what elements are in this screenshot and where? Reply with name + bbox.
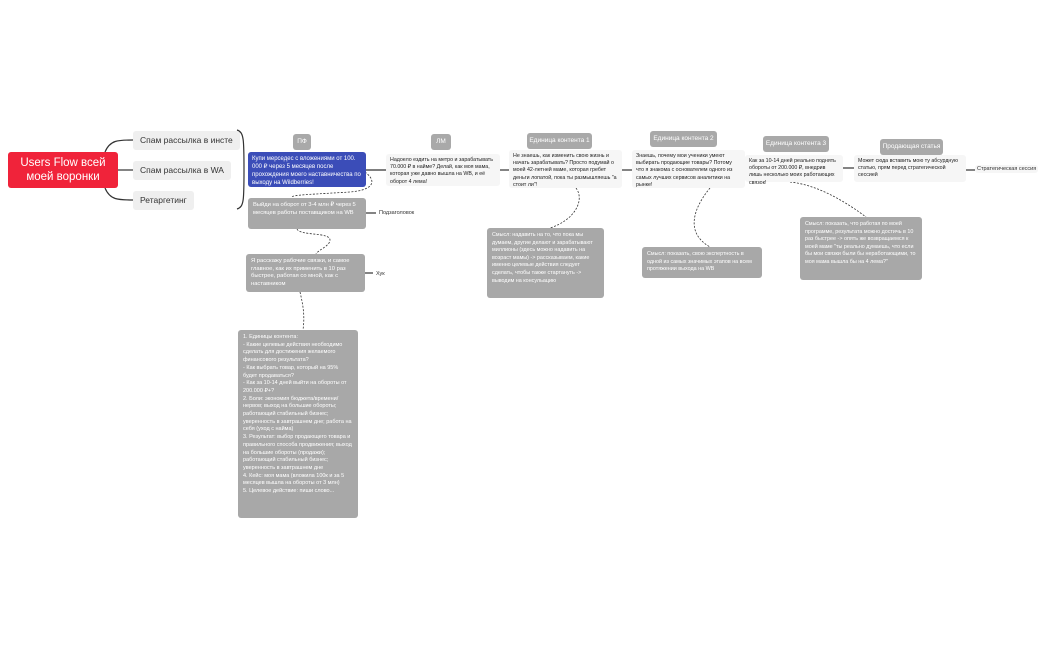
stage-tag-pf[interactable]: ПФ <box>293 134 311 150</box>
plan-line: - Какие целевые действия необходимо сдел… <box>243 341 343 364</box>
plan-line: 1. Единицы контента: <box>243 334 298 340</box>
branch-spam-insta[interactable]: Спам рассылка в инсте <box>133 131 240 150</box>
stage-tag-content-3[interactable]: Единица контента 3 <box>763 136 829 152</box>
subtitle-card[interactable]: Выйди на оборот от 3-4 млн ₽ через 5 мес… <box>248 198 366 229</box>
stage-card-content-1[interactable]: Не знаешь, как изменить свою жизнь и нач… <box>509 150 622 188</box>
plan-line: - Как выбрать товар, который на 95% буде… <box>243 364 339 379</box>
plan-line: 3. Результат: выбор продающего товара и … <box>243 434 352 471</box>
stage-card-sales-article[interactable]: Может сюда вставить мою ту абсурдную ста… <box>854 155 966 182</box>
stage-tag-content-2[interactable]: Единица контента 2 <box>650 131 717 147</box>
final-node-strategy-session[interactable]: Стратегическая сессия <box>975 165 1039 173</box>
stage-card-content-3[interactable]: Как за 10-14 дней реально поднять оборот… <box>745 155 843 186</box>
root-node[interactable]: Users Flow всей моей воронки <box>8 152 118 188</box>
stage-tag-content-1[interactable]: Единица контента 1 <box>527 133 592 149</box>
branch-spam-wa[interactable]: Спам рассылка в WA <box>133 161 231 180</box>
stage-card-lm[interactable]: Надоело ездить на метро и зарабатывать 7… <box>386 154 500 186</box>
hook-label: Хук <box>376 271 385 277</box>
plan-line: 2. Боли: экономия бюджета/времени/нервов… <box>243 395 352 433</box>
stage-card-content-2[interactable]: Знаешь, почему мои ученики умеют выбират… <box>632 150 745 188</box>
meaning-card-content-2[interactable]: Смысл: показать, свою экспертность в одн… <box>642 247 762 278</box>
meaning-card-content-3[interactable]: Смысл: показать, что работая по моей про… <box>800 217 922 280</box>
hook-card[interactable]: Я расскажу рабочие связки, и самое главн… <box>246 254 365 292</box>
stage-tag-sales-article[interactable]: Продающая статья <box>880 139 943 155</box>
stage-card-pf[interactable]: Купи мерседес с вложениями от 100. 000 ₽… <box>248 152 366 187</box>
subtitle-label: Подзаголовок <box>379 210 415 216</box>
plan-card[interactable]: 1. Единицы контента: - Какие целевые дей… <box>238 330 358 518</box>
plan-line: 5. Целевое действие: пиши слово... <box>243 488 335 495</box>
plan-line: - Как за 10-14 дней выйти на обороты от … <box>243 380 347 394</box>
plan-line: 4. Кейс: моя мама (вложила 100к и за 5 м… <box>243 472 345 487</box>
branch-retargeting[interactable]: Ретаргетинг <box>133 191 194 210</box>
meaning-card-content-1[interactable]: Смысл: надавить на то, что пока мы думае… <box>487 228 604 298</box>
stage-tag-lm[interactable]: ЛМ <box>431 134 451 150</box>
